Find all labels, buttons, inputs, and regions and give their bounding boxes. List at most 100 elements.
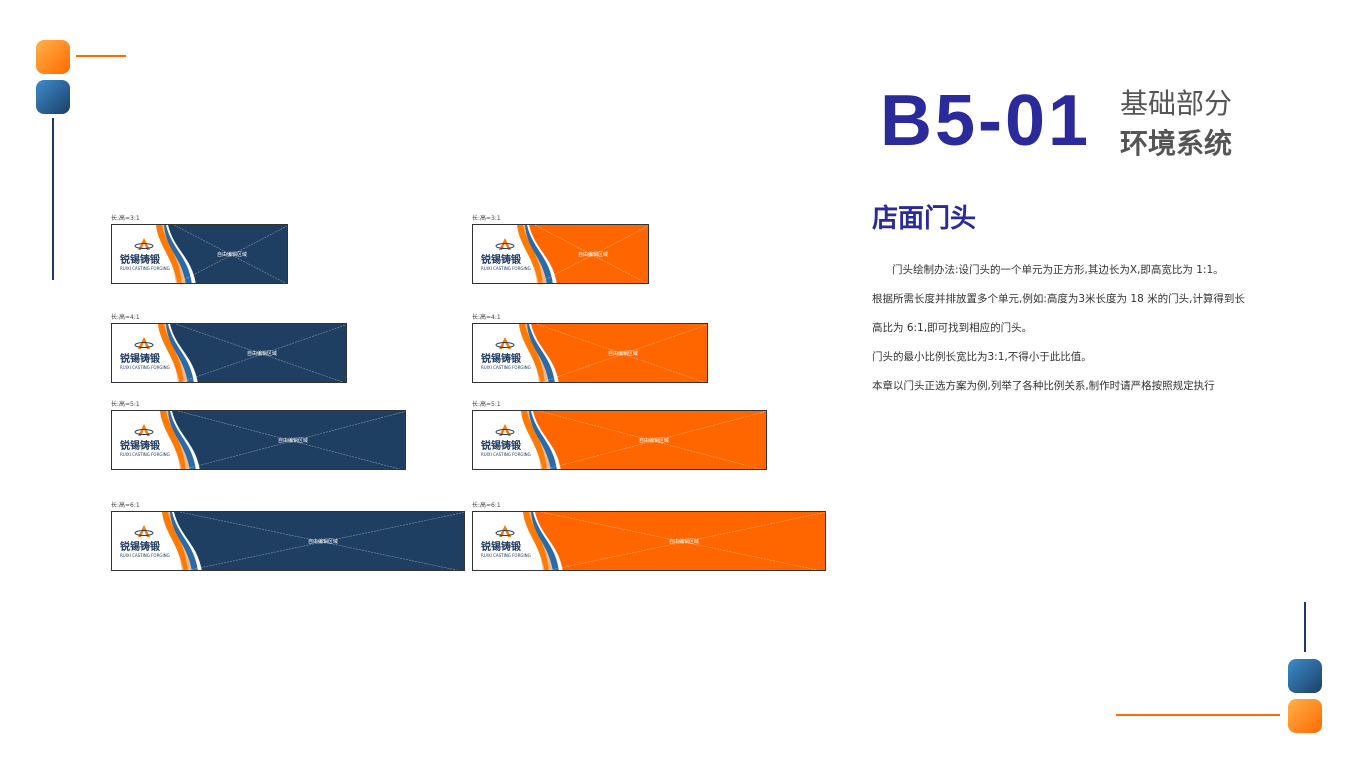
- logo-name: 锐锡铸锻: [120, 542, 160, 553]
- diagonal-guide: [173, 225, 286, 283]
- orange-curve: [521, 411, 547, 469]
- blue-curve: [166, 324, 194, 382]
- color-field: [535, 512, 825, 570]
- logo-mark-icon: [495, 237, 515, 251]
- logo-mark-icon: [134, 423, 154, 437]
- logo-english: RUIXI CASTING FORGING: [120, 553, 170, 558]
- ratio-label: 长:高=4:1: [111, 314, 140, 321]
- ratio-label: 长:高=4:1: [472, 314, 501, 321]
- logo-mark-icon: [134, 336, 154, 350]
- decor-square-orange: [36, 40, 70, 74]
- logo-name: 锐锡铸锻: [120, 441, 160, 452]
- editable-area-label: 自由编辑区域: [578, 252, 609, 258]
- diagonal-guide: [534, 225, 647, 283]
- page-code: B5-01: [880, 81, 1092, 161]
- editable-area-label: 自由编辑区域: [247, 351, 278, 357]
- decor-vline-bottom: [1304, 602, 1306, 652]
- paragraph: 高比为 6:1,即可找到相应的门头。: [872, 322, 1033, 334]
- orange-curve: [523, 512, 549, 570]
- decor-line-bottom: [1116, 714, 1280, 716]
- logo-english: RUIXI CASTING FORGING: [481, 452, 531, 457]
- decor-line: [76, 55, 126, 57]
- blue-curve: [531, 512, 559, 570]
- logo-name: 锐锡铸锻: [481, 354, 521, 365]
- color-field: [170, 324, 346, 382]
- editable-area-label: 自由编辑区域: [608, 351, 639, 357]
- ratio-label: 长:高=5:1: [111, 401, 140, 408]
- logo-english: RUIXI CASTING FORGING: [481, 553, 531, 558]
- orange-curve: [517, 225, 543, 283]
- blue-curve: [164, 225, 192, 283]
- logo-name: 锐锡铸锻: [481, 441, 521, 452]
- diagonal-guide: [177, 225, 287, 283]
- signboard-graphic: [156, 225, 287, 283]
- logo-mark-icon: [134, 237, 154, 251]
- diagonal-guide: [541, 324, 707, 382]
- blue-curve: [170, 512, 198, 570]
- diagonal-guide: [538, 411, 762, 469]
- orange-curve: [162, 512, 188, 570]
- editable-area-label: 自由编辑区域: [217, 252, 248, 258]
- diagonal-guide: [179, 512, 458, 570]
- diagonal-guide: [545, 411, 766, 469]
- decor-square-blue: [36, 80, 70, 114]
- signboard-graphic: [519, 324, 707, 382]
- paragraph: 门头的最小比例长宽比为3:1,不得小于此比值。: [872, 351, 1092, 363]
- signboard-graphic: [160, 411, 405, 469]
- logo-english: RUIXI CASTING FORGING: [120, 452, 170, 457]
- diagonal-guide: [177, 411, 401, 469]
- decor-vline: [52, 118, 54, 280]
- diagonal-guide: [540, 512, 819, 570]
- diagonal-guide: [538, 225, 648, 283]
- diagonal-guide: [184, 411, 405, 469]
- editable-area-label: 自由编辑区域: [308, 539, 339, 545]
- signboard-graphic: [158, 324, 346, 382]
- logo-name: 锐锡铸锻: [120, 354, 160, 365]
- system-title: 环境系统: [1120, 127, 1233, 160]
- logo-english: RUIXI CASTING FORGING: [120, 266, 170, 271]
- logo-name: 锐锡铸锻: [481, 542, 521, 553]
- logo-mark-icon: [495, 423, 515, 437]
- signboard-graphic: [162, 512, 464, 570]
- editable-area-label: 自由编辑区域: [278, 438, 309, 444]
- signboard-graphic: [521, 411, 766, 469]
- ratio-label: 长:高=6:1: [472, 502, 501, 509]
- paragraph: 本章以门头正选方案为例,列举了各种比例关系,制作时请严格按照规定执行: [872, 380, 1215, 392]
- orange-curve: [158, 324, 184, 382]
- ratio-label: 长:高=3:1: [472, 215, 501, 222]
- paragraph: 根据所需长度并排放置多个单元,例如:高度为3米长度为 18 米的门头,计算得到长: [872, 293, 1245, 305]
- diagonal-guide: [549, 512, 825, 570]
- color-field: [529, 225, 648, 283]
- section-title: 店面门头: [872, 204, 977, 234]
- blue-curve: [525, 225, 553, 283]
- logo-mark-icon: [134, 524, 154, 538]
- color-field: [531, 324, 707, 382]
- diagonal-guide: [188, 512, 464, 570]
- paragraph: 门头绘制办法:设门头的一个单元为正方形,其边长为X,即高宽比为 1:1。: [892, 264, 1224, 276]
- diagonal-guide: [175, 324, 344, 382]
- blue-curve: [527, 324, 555, 382]
- editable-area-label: 自由编辑区域: [669, 539, 700, 545]
- ratio-label: 长:高=5:1: [472, 401, 501, 408]
- diagonal-guide: [180, 324, 346, 382]
- logo-english: RUIXI CASTING FORGING: [120, 365, 170, 370]
- orange-curve: [156, 225, 182, 283]
- ratio-label: 长:高=3:1: [111, 215, 140, 222]
- decor-square-orange-bottom: [1288, 699, 1322, 733]
- logo-mark-icon: [495, 524, 515, 538]
- diagonal-guide: [536, 324, 705, 382]
- ratio-label: 长:高=6:1: [111, 502, 140, 509]
